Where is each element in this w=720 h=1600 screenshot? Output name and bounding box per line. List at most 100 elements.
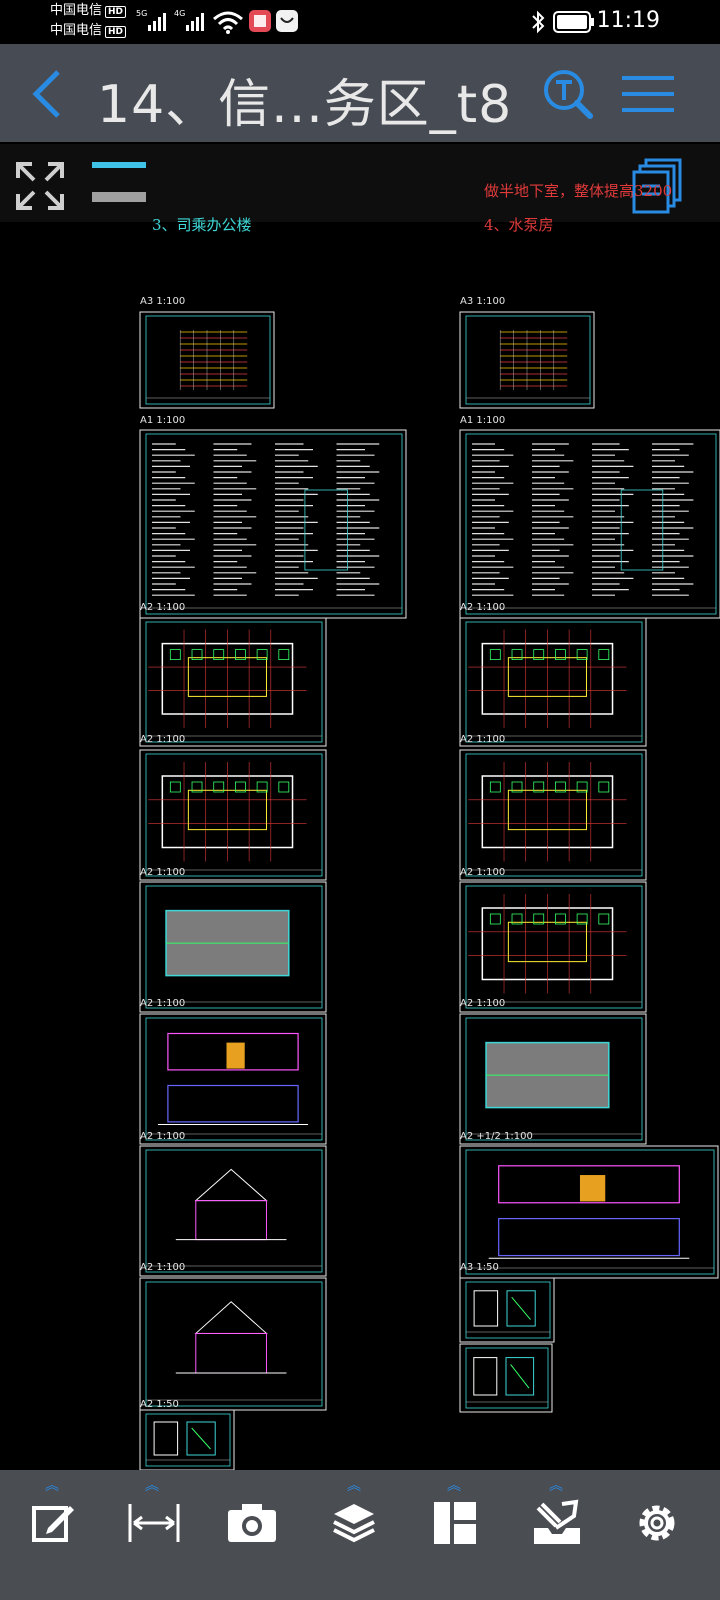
view-toolbar: [0, 144, 720, 222]
bluetooth-icon: [532, 10, 545, 34]
detail-box: [505, 1357, 535, 1396]
document-title: 14、信...务区_t8: [97, 75, 513, 135]
sheet-border: [459, 1145, 719, 1279]
sheet-frame: [145, 753, 323, 877]
net-5g-label: 5G: [136, 9, 148, 18]
sheet-border: [139, 749, 327, 881]
plan-fixture: [533, 781, 545, 793]
plan-room: [507, 657, 587, 697]
sheet-frame: [145, 1017, 323, 1141]
net-4g-label: 4G: [174, 9, 186, 18]
sheet-frame: [465, 621, 643, 743]
detail-box: [153, 1421, 179, 1456]
sheet-frame: [465, 753, 643, 877]
title-bar: 14、信...务区_t8: [0, 44, 720, 142]
sheet-frame: [465, 1017, 643, 1141]
text-search-icon: [544, 70, 593, 119]
wifi-icon: [213, 11, 243, 34]
plan-fixture: [256, 781, 268, 793]
layout-button[interactable]: ︽: [414, 1470, 494, 1600]
hd-badge-2: HD: [105, 26, 127, 38]
settings-button[interactable]: [616, 1470, 696, 1600]
plan-fixture: [169, 781, 181, 793]
tools-button[interactable]: ︽: [516, 1470, 596, 1600]
elevation-lower: [167, 1084, 299, 1123]
plan-fixture: [235, 781, 246, 793]
plan-fixture: [598, 913, 610, 925]
plan-fixture: [278, 649, 290, 661]
app-notification-red-icon: [249, 10, 271, 32]
plan-fixture: [533, 649, 545, 661]
tools-icon: [534, 1499, 580, 1544]
sheet-frame: [145, 1281, 323, 1407]
plan-fixture: [576, 913, 588, 925]
search-button[interactable]: [540, 66, 596, 122]
sheet-frame: [465, 1347, 549, 1409]
layout-toggle-button[interactable]: [92, 162, 148, 206]
sheet-frame: [145, 1149, 323, 1273]
section-wall: [195, 1200, 267, 1241]
sheet-frame: [465, 885, 643, 1009]
cad-drawing-canvas[interactable]: 3、司乘办公楼 做半地下室，整体提高3200 4、水泵房 A3 1:100 A1…: [0, 182, 720, 1470]
sheet-frame: [465, 1281, 551, 1339]
gear-icon: [639, 1505, 675, 1541]
screenshot-button[interactable]: [212, 1470, 292, 1600]
plan-room: [187, 789, 267, 831]
sheet-label: A1 1:100: [140, 415, 186, 426]
chevron-up-icon: ︽: [347, 1478, 361, 1494]
sheet-frame: [145, 621, 323, 743]
plan-fixture: [598, 781, 610, 793]
edit-note-icon: [32, 1506, 74, 1542]
sheet-border: [139, 1409, 235, 1470]
measure-button[interactable]: ︽: [112, 1470, 192, 1600]
layers-button[interactable]: ︽: [314, 1470, 394, 1600]
plan-fixture: [511, 913, 523, 925]
sheet-label: A3 1:50: [460, 1262, 499, 1273]
sheet-frame: [465, 1149, 715, 1275]
sheet-frame: [465, 315, 591, 405]
plan-fixture: [576, 649, 588, 661]
fullscreen-button[interactable]: [14, 160, 66, 212]
sheet-label: A2 1:100: [140, 998, 186, 1009]
note-left: 3、司乘办公楼: [152, 216, 252, 234]
sheet-border: [459, 749, 647, 881]
annotate-button[interactable]: ︽: [12, 1470, 92, 1600]
sheet-border: [459, 311, 595, 409]
measure-distance-icon: [128, 1504, 180, 1542]
sheet-border: [459, 617, 647, 747]
pages-button[interactable]: [632, 158, 684, 214]
sheet-border: [139, 881, 327, 1013]
detail-line: [191, 1427, 211, 1450]
plan-fixture: [555, 781, 566, 793]
chevron-up-icon: ︽: [145, 1478, 159, 1494]
menu-button[interactable]: [620, 72, 676, 118]
chevron-left-icon: [32, 70, 60, 118]
plan-fixture: [191, 649, 203, 661]
sheet-label: A2 +1/2 1:100: [460, 1131, 533, 1142]
section-roof: [194, 1168, 268, 1202]
plan-fixture: [511, 781, 523, 793]
section-wall: [195, 1332, 267, 1374]
sheet-border: [139, 1277, 327, 1411]
plan-fixture: [235, 649, 246, 661]
sheet-frame: [145, 1413, 231, 1467]
plan-fixture: [555, 649, 566, 661]
plan-fixture: [191, 781, 203, 793]
sheet-label: A2 1:100: [460, 867, 506, 878]
sheet-label: A2 1:100: [140, 734, 186, 745]
bars-icon: [92, 162, 146, 202]
sheet-label: A3 1:100: [140, 296, 186, 307]
sheet-label: A2 1:100: [140, 1131, 186, 1142]
sheet-frame: [465, 433, 717, 615]
hamburger-menu-icon: [622, 76, 674, 112]
chevron-up-icon: ︽: [447, 1478, 461, 1494]
elevation-door: [579, 1175, 606, 1202]
elevation-door: [226, 1042, 245, 1069]
sheet-frame: [145, 315, 271, 405]
detail-box: [473, 1357, 498, 1396]
plan-fixture: [278, 781, 290, 793]
plan-room: [507, 789, 587, 831]
plan-fixture: [598, 649, 610, 661]
layers-icon: [333, 1504, 375, 1543]
back-button[interactable]: [28, 68, 68, 120]
